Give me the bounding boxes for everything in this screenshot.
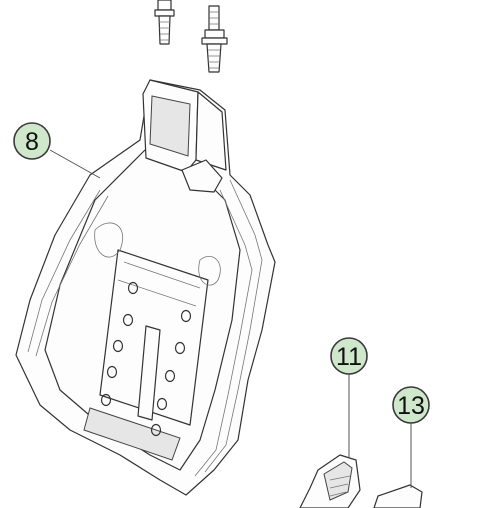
callout-badge-11	[330, 337, 368, 375]
fastener-pins	[154, 0, 228, 73]
callout-label-11: 11	[336, 343, 362, 371]
callout-label-13: 13	[397, 392, 425, 420]
leader-line-8	[49, 149, 101, 179]
fastener-pin-left	[154, 0, 175, 45]
callout-8: 8	[13, 122, 101, 179]
frame-holes	[100, 281, 192, 437]
fastener-pin-right	[201, 5, 228, 73]
part-13-block	[373, 484, 423, 508]
seat-back-frame	[15, 79, 276, 496]
callout-badge-13	[392, 386, 430, 424]
callout-13: 13	[392, 386, 430, 488]
callout-11: 11	[330, 337, 368, 458]
callout-badge-8	[13, 122, 51, 160]
part-11-mechanism	[299, 454, 361, 508]
callout-label-8: 8	[25, 128, 39, 156]
